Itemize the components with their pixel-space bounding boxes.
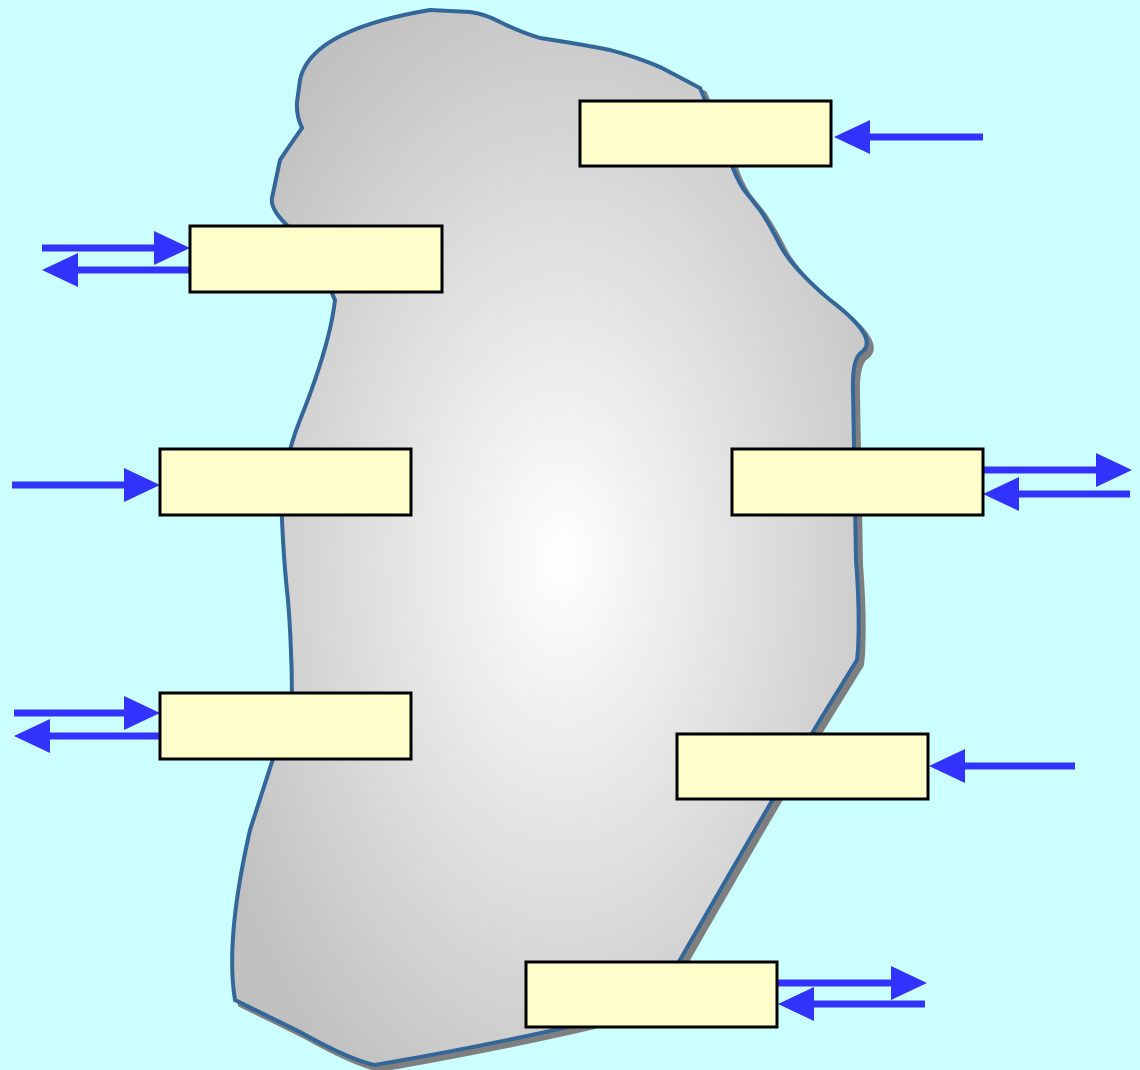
boxes — [158, 99, 985, 1029]
arrow-inbound-middle-left — [12, 468, 160, 502]
arrow-return-bottom — [778, 987, 925, 1021]
arrows — [12, 120, 1132, 1021]
box-top-right — [578, 99, 833, 168]
arrow-return-upper-left — [42, 253, 190, 287]
arrow-outbound-lower-left — [14, 696, 160, 730]
blob-body — [230, 7, 869, 1068]
box-bottom — [524, 960, 779, 1029]
box-upper-left — [188, 224, 444, 294]
arrow-return-lower-left — [14, 719, 160, 753]
central-blob — [230, 7, 874, 1070]
arrow-outbound-middle-right — [983, 453, 1132, 487]
box-lower-left — [158, 691, 413, 761]
box-lower-right — [675, 732, 930, 801]
arrow-outbound-bottom — [778, 966, 927, 1000]
arrow-inbound-lower-right — [929, 749, 1075, 783]
box-middle-left — [158, 447, 413, 517]
arrow-outbound-upper-left — [42, 231, 190, 265]
arrow-inbound-top-right — [834, 120, 983, 154]
box-middle-right — [730, 447, 985, 517]
arrow-return-middle-right — [983, 477, 1130, 511]
